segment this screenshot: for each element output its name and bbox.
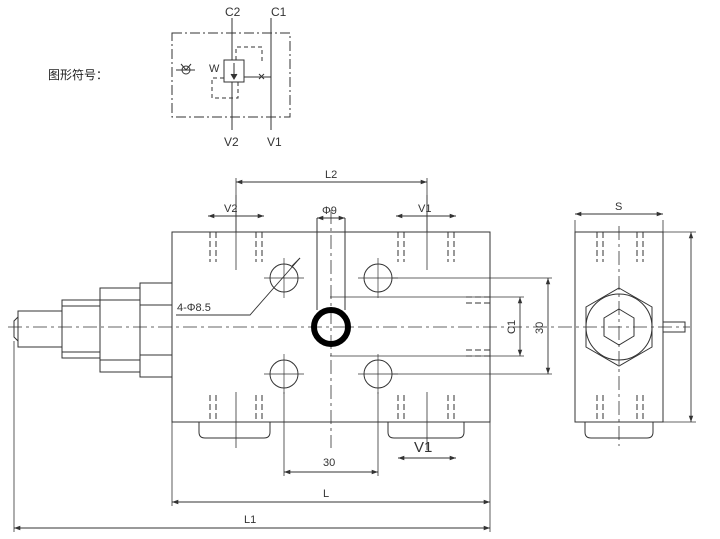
symbol-frame <box>171 32 291 118</box>
hole-leader <box>176 257 301 316</box>
symbol-port-v2: V2 <box>224 135 239 149</box>
label-30-vertical: 30 <box>534 322 546 334</box>
label-30-horizontal: 30 <box>323 457 335 469</box>
bottom-boss-left <box>198 422 271 439</box>
side-view <box>574 220 696 446</box>
check-valve-ball <box>181 65 191 75</box>
side-fitting <box>662 321 686 333</box>
label-v1-top: V1 <box>418 203 431 215</box>
label-hole: 4-Φ8.5 <box>177 302 211 314</box>
symbol-port-v1: V1 <box>267 135 282 149</box>
dimension-lines <box>14 179 551 531</box>
hydraulic-symbol <box>171 18 291 130</box>
hex-nut <box>585 287 653 367</box>
symbol-port-c2: C2 <box>225 5 241 19</box>
spring-mark: W <box>209 63 220 75</box>
label-l1: L1 <box>244 514 256 526</box>
label-v2: V2 <box>224 203 237 215</box>
label-l2: L2 <box>325 169 337 181</box>
adjusting-screw <box>17 310 63 348</box>
symbol-label: 图形符号： <box>48 68 109 82</box>
adjusting-sleeve <box>61 299 101 359</box>
orifice-mark <box>258 73 265 80</box>
symbol-port-c1: C1 <box>271 5 287 19</box>
cartridge-body <box>99 287 141 373</box>
gauge-port-oring <box>311 307 351 347</box>
bottom-boss-right <box>387 422 465 439</box>
front-view <box>8 178 690 532</box>
label-c1: C1 <box>506 320 518 334</box>
label-s: S <box>615 201 622 213</box>
label-l: L <box>323 488 329 500</box>
label-phi9: Φ9 <box>322 205 337 217</box>
cartridge-nut <box>139 282 173 378</box>
pilot-line-bottom <box>211 77 239 99</box>
check-valve-seat <box>180 63 192 71</box>
label-v1-bottom: V1 <box>414 439 432 456</box>
